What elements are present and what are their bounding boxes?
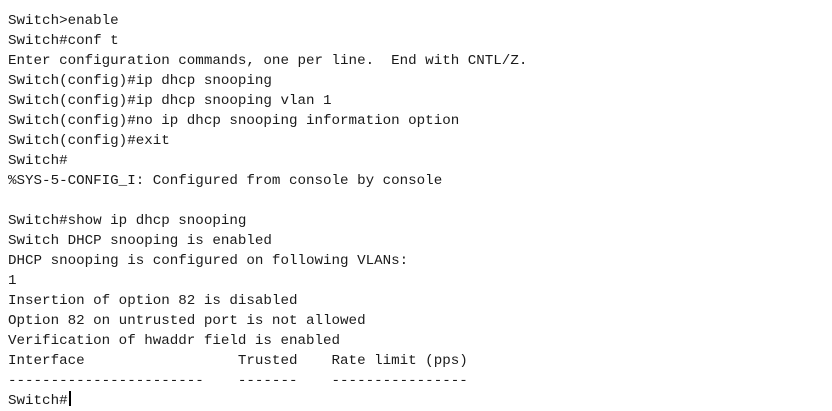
output-line: Insertion of option 82 is disabled bbox=[8, 293, 298, 309]
output-line: Switch(config)#exit bbox=[8, 133, 170, 149]
output-line: Switch(config)#no ip dhcp snooping infor… bbox=[8, 113, 460, 129]
output-line: Verification of hwaddr field is enabled bbox=[8, 333, 341, 349]
output-line: Switch# bbox=[8, 153, 68, 169]
output-line: 1 bbox=[8, 273, 17, 289]
output-line: Enter configuration commands, one per li… bbox=[8, 53, 528, 69]
text-cursor bbox=[68, 391, 71, 406]
output-line: Switch(config)#ip dhcp snooping bbox=[8, 73, 272, 89]
command-prompt: Switch# bbox=[8, 393, 68, 409]
output-line: Switch DHCP snooping is enabled bbox=[8, 233, 272, 249]
output-line: Switch#show ip dhcp snooping bbox=[8, 213, 247, 229]
output-line: Switch(config)#ip dhcp snooping vlan 1 bbox=[8, 93, 332, 109]
output-line: Switch#conf t bbox=[8, 33, 119, 49]
output-line: Option 82 on untrusted port is not allow… bbox=[8, 313, 366, 329]
table-header-line: Interface Trusted Rate limit (pps) bbox=[8, 353, 468, 369]
output-line: DHCP snooping is configured on following… bbox=[8, 253, 409, 269]
output-line: Switch>enable bbox=[8, 13, 119, 29]
command-prompt-line[interactable]: Switch# bbox=[8, 391, 832, 411]
blank-line bbox=[8, 191, 832, 211]
table-separator-line: ----------------------- ------- --------… bbox=[8, 373, 468, 389]
output-line: %SYS-5-CONFIG_I: Configured from console… bbox=[8, 173, 443, 189]
